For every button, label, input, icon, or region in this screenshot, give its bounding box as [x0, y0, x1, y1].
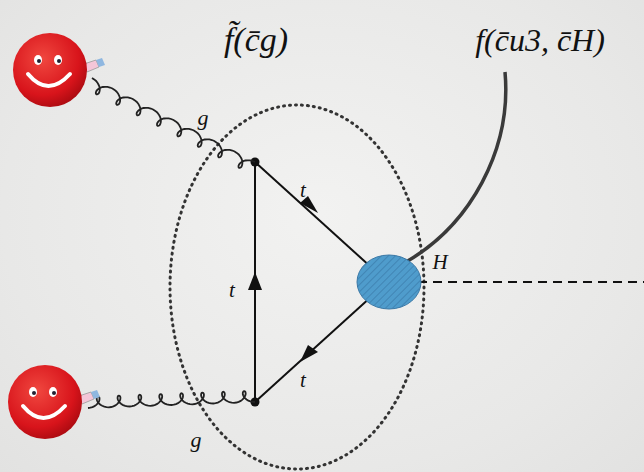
higgs-line	[418, 281, 644, 283]
proton-icon	[13, 33, 105, 107]
gluon-line	[92, 78, 255, 168]
arrowhead	[248, 272, 262, 290]
top-propagator	[255, 296, 372, 402]
particle-label: t	[229, 280, 235, 301]
proton-icon	[8, 365, 100, 439]
leader-line	[406, 72, 506, 262]
effective-vertex	[357, 255, 421, 309]
particle-label: g	[198, 107, 209, 129]
particle-label: H	[432, 252, 447, 273]
particle-label: t	[300, 180, 306, 201]
arrowhead	[300, 345, 318, 362]
effective-coupling-label: f(c̄u3, c̄H)	[475, 24, 605, 56]
effective-coupling-label: f̃(c̄g)	[224, 23, 288, 57]
particle-label: g	[191, 429, 202, 451]
particle-label: t	[300, 370, 306, 391]
top-propagator	[255, 162, 372, 268]
dotted-region	[170, 105, 424, 469]
gluon-line	[88, 391, 255, 408]
